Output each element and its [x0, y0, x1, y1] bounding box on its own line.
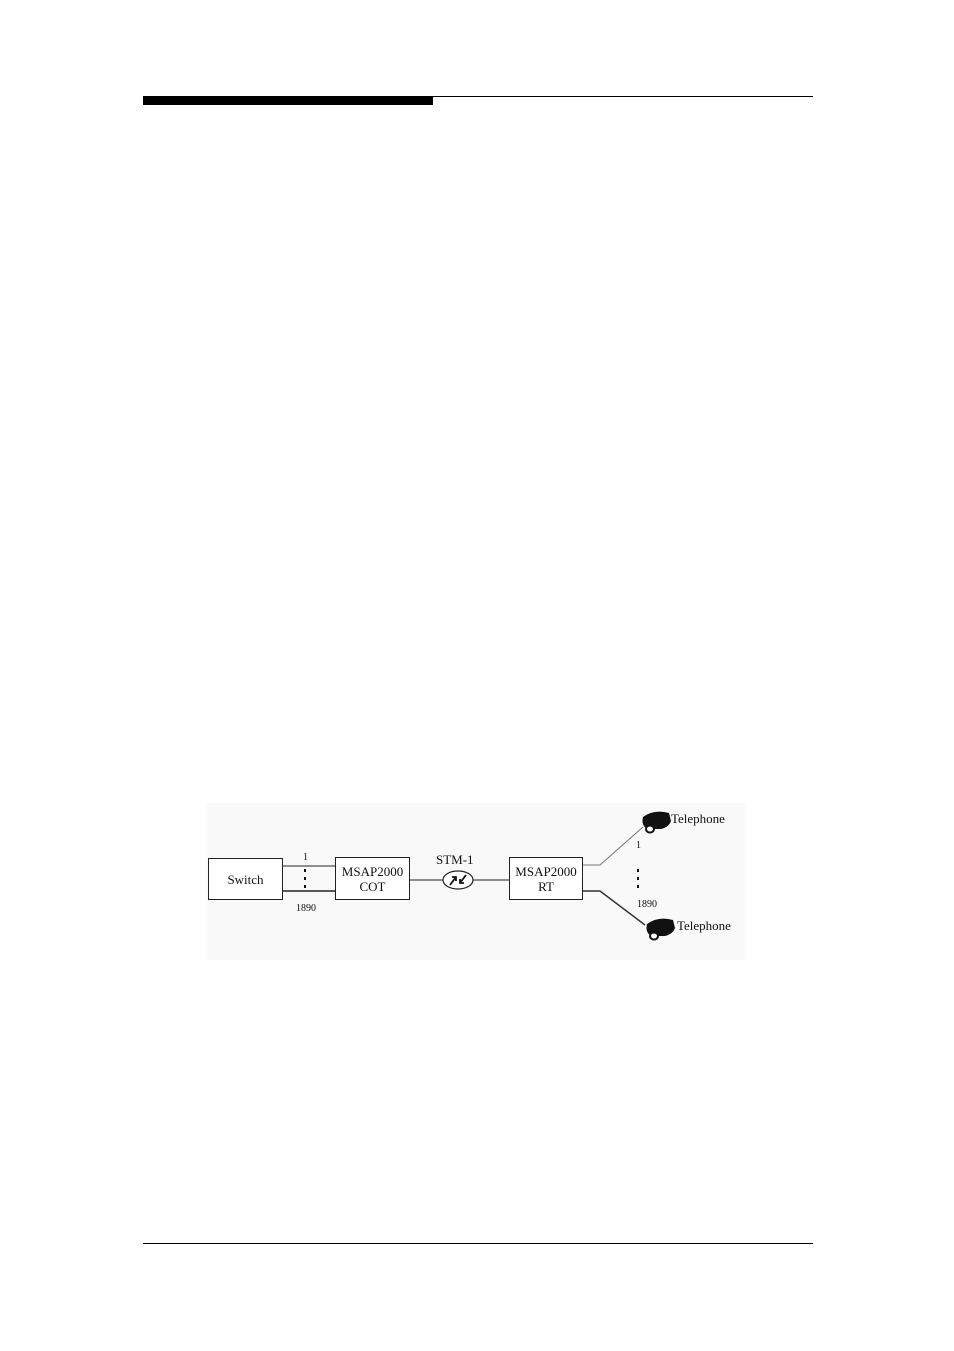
right-range-last: 1890 — [637, 899, 657, 910]
stm1-link-icon — [442, 870, 474, 890]
left-range-first: 1 — [303, 852, 308, 863]
telephone-top-icon — [642, 811, 671, 834]
rt-telephone-line-top — [582, 826, 644, 866]
switch-box: Switch — [208, 858, 283, 900]
msap2000-cot-box: MSAP2000 COT — [335, 857, 410, 900]
right-range-first: 1 — [636, 840, 641, 851]
connector-lines — [282, 811, 675, 941]
left-range-last: 1890 — [296, 903, 316, 914]
switch-cot-ellipsis — [304, 869, 306, 888]
header-rule-thick — [143, 96, 433, 105]
stm1-label: STM-1 — [436, 852, 474, 867]
telephone-bottom-label: Telephone — [677, 918, 731, 933]
rt-label-line2: RT — [538, 878, 554, 894]
cot-label-line2: COT — [359, 878, 386, 894]
rt-telephone-ellipsis — [637, 869, 639, 888]
rt-telephone-line-bottom — [582, 890, 646, 926]
telephone-bottom-icon — [646, 918, 675, 941]
switch-label: Switch — [227, 871, 264, 887]
header-rule-thin — [143, 96, 813, 97]
msap2000-rt-box: MSAP2000 RT — [509, 857, 583, 900]
cot-label-line1: MSAP2000 — [341, 863, 404, 879]
footer-rule — [143, 1243, 813, 1244]
rt-label-line1: MSAP2000 — [515, 863, 577, 879]
telephone-top-label: Telephone — [671, 811, 725, 826]
network-diagram: Switch MSAP2000 COT MSAP2000 RT STM-1 1 … — [207, 803, 745, 960]
